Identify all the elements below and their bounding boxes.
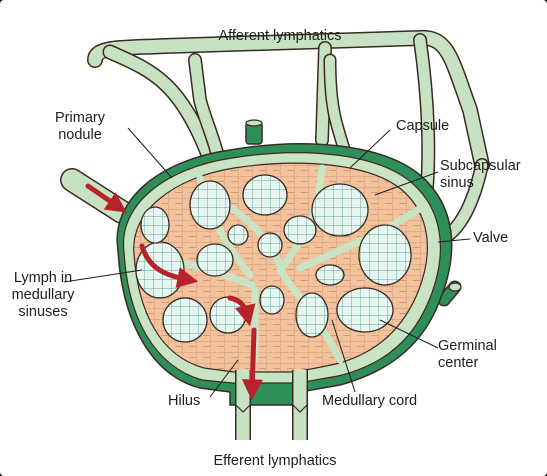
label-lymph-in-medullary-sinuses: Lymph in medullary sinuses [2,270,84,321]
label-primary-nodule-line1: Primary [40,110,120,127]
label-lymph-line1: Lymph in [2,270,84,287]
label-capsule: Capsule [396,118,449,135]
label-afferent-lymphatics: Afferent lymphatics [190,28,370,45]
label-efferent-lymphatics: Efferent lymphatics [180,453,370,470]
label-primary-nodule-line2: nodule [40,127,120,144]
label-subcapsular-sinus: Subcapsular sinus [440,158,521,192]
label-medullary-cord: Medullary cord [322,393,417,410]
label-subcapsular-sinus-line1: Subcapsular [440,158,521,175]
label-lymph-line2: medullary [2,287,84,304]
label-germinal-center-line2: center [438,355,497,372]
label-primary-nodule: Primary nodule [40,110,120,144]
label-germinal-center-line1: Germinal [438,338,497,355]
label-germinal-center: Germinal center [438,338,497,372]
label-hilus: Hilus [168,393,200,410]
label-lymph-line3: sinuses [2,304,84,321]
label-valve: Valve [473,230,508,247]
label-subcapsular-sinus-line2: sinus [440,175,521,192]
